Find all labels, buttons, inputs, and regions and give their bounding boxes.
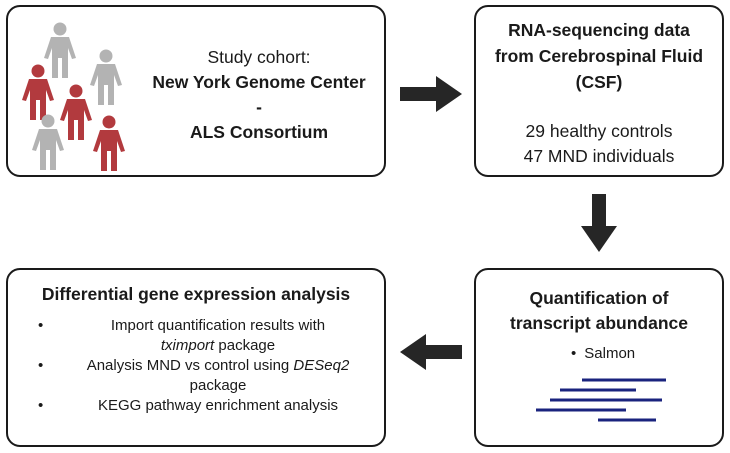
salmon-label: Salmon bbox=[584, 345, 636, 362]
arrow-right-icon bbox=[400, 76, 462, 112]
cohort-separator: - bbox=[256, 97, 262, 117]
sequencing-reads-icon bbox=[536, 378, 666, 422]
person-icon bbox=[32, 114, 64, 170]
differential-expression-box: Differential gene expression analysis Im… bbox=[6, 268, 386, 447]
item-text: package bbox=[189, 377, 247, 394]
quantification-box: Quantification of transcript abundance •… bbox=[474, 268, 724, 447]
item-text: KEGG pathway enrichment analysis bbox=[97, 397, 339, 414]
salmon-bullet: • Salmon bbox=[571, 344, 635, 364]
item-text: Analysis MND vs control using bbox=[86, 357, 294, 374]
dge-steps-list: Import quantification results with tximp… bbox=[38, 316, 376, 416]
arrow-left-icon bbox=[400, 334, 462, 370]
cohort-center-1: New York Genome Center bbox=[152, 72, 366, 92]
item-text: Import quantification results with bbox=[110, 317, 326, 334]
quant-title-line: Quantification of bbox=[529, 288, 669, 308]
healthy-controls-count: 29 healthy controls bbox=[525, 121, 673, 141]
mnd-individuals-count: 47 MND individuals bbox=[523, 146, 675, 166]
person-icon bbox=[90, 49, 122, 105]
person-icon bbox=[22, 64, 54, 120]
study-cohort-box: Study cohort: New York Genome Center - A… bbox=[6, 5, 386, 177]
cohort-description: Study cohort: New York Genome Center - A… bbox=[136, 45, 382, 145]
cohort-label: Study cohort: bbox=[207, 47, 311, 67]
list-item: Import quantification results with tximp… bbox=[38, 316, 376, 356]
rna-seq-data-box: RNA-sequencing data from Cerebrospinal F… bbox=[474, 5, 724, 177]
rna-seq-title: RNA-sequencing data from Cerebrospinal F… bbox=[480, 17, 718, 95]
arrow-down-icon bbox=[581, 194, 617, 252]
tool-name: DESeq2 bbox=[293, 357, 350, 374]
person-icon bbox=[93, 115, 125, 171]
cohort-center-2: ALS Consortium bbox=[189, 122, 329, 142]
people-icon-group bbox=[22, 22, 125, 171]
dge-title: Differential gene expression analysis bbox=[41, 284, 351, 304]
person-icon bbox=[60, 84, 92, 140]
sample-counts: 29 healthy controls 47 MND individuals bbox=[480, 119, 718, 169]
rna-title-line: (CSF) bbox=[575, 72, 623, 92]
quant-title-line: transcript abundance bbox=[510, 313, 688, 333]
list-item: KEGG pathway enrichment analysis bbox=[38, 396, 376, 416]
tool-name: tximport bbox=[160, 337, 215, 354]
person-icon bbox=[44, 22, 76, 78]
item-text: package bbox=[214, 337, 276, 354]
bullet-icon: • bbox=[571, 345, 577, 362]
list-item: Analysis MND vs control using DESeq2 pac… bbox=[38, 356, 376, 396]
rna-title-line: from Cerebrospinal Fluid bbox=[494, 46, 704, 66]
rna-title-line: RNA-sequencing data bbox=[508, 20, 690, 40]
quantification-title: Quantification of transcript abundance bbox=[480, 286, 718, 336]
